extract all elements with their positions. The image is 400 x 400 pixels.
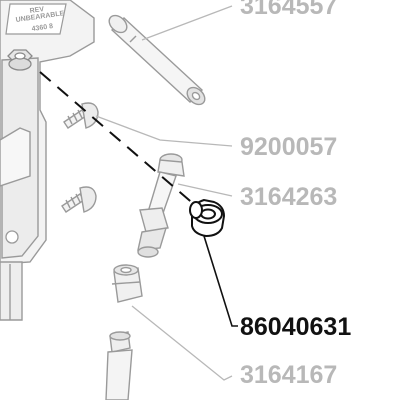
frame-nut [7,49,33,71]
stamped-plate: REV UNBEARABLE 4360 8 [5,3,67,35]
callout-screw: 9200057 [240,133,337,161]
upper-screw [63,102,99,129]
leader-rod-end [131,305,233,381]
stamp-line-1: REV [29,6,45,15]
lower-screw [61,186,97,213]
highlighted-bushing [189,198,226,238]
callout-top-pin: 3164557 [240,0,337,20]
callout-rod-end: 3164167 [240,361,337,389]
leader-vertical-pin [177,183,233,197]
vertical-pin [137,153,185,258]
stamp-line-3: 4360 8 [31,23,53,33]
top-pin [108,14,206,106]
leader-highlight [203,235,238,327]
assembly-dashed-line [39,71,197,207]
leader-lines [95,5,233,381]
leader-screw [95,115,233,147]
rod-end [105,264,143,400]
callout-vertical-pin: 3164263 [240,183,337,211]
leader-top-pin [141,5,233,41]
callout-highlighted-part: 86040631 [240,313,351,341]
chassis-frame [0,0,95,321]
frame-hole [5,230,19,244]
